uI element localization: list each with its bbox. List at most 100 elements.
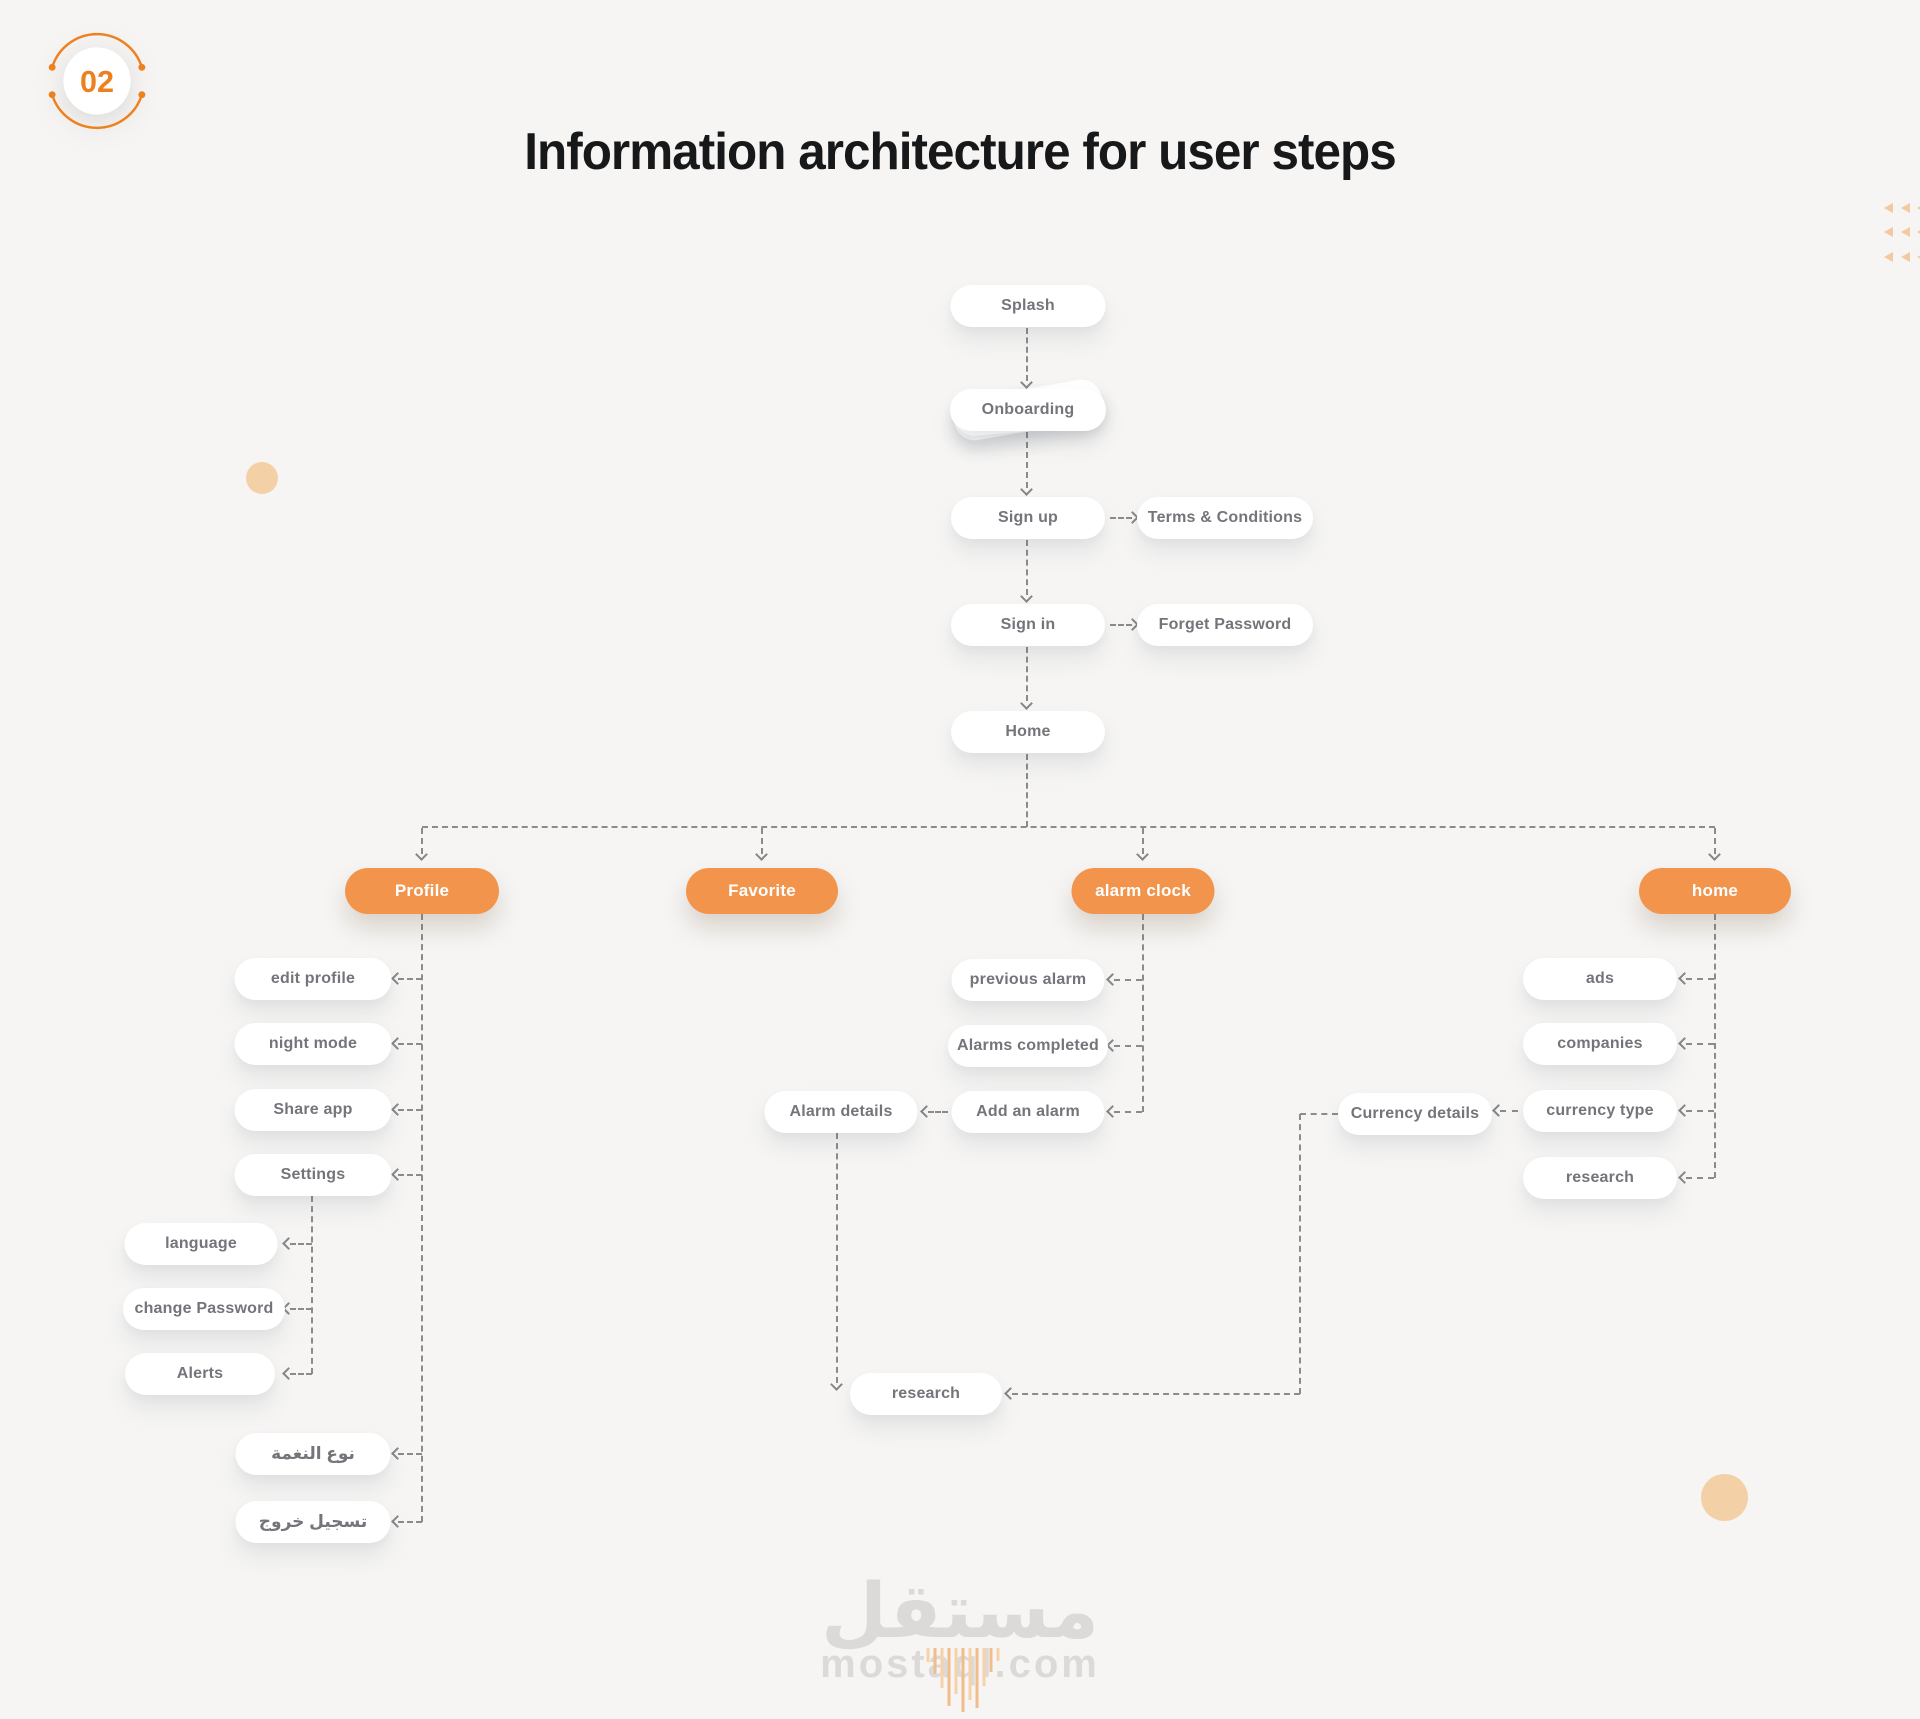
node-settings: Settings — [234, 1154, 392, 1196]
arrow-left-icon — [391, 1447, 404, 1460]
edge-line — [1026, 754, 1028, 827]
edge-line — [422, 826, 1715, 828]
arrow-left-icon — [391, 972, 404, 985]
edge-line — [1142, 914, 1144, 1112]
arrow-down-icon — [830, 1378, 843, 1391]
node-change-password: change Password — [123, 1288, 285, 1330]
triangle-decor-icon — [1917, 252, 1920, 262]
edge-line — [1114, 979, 1142, 981]
node-add-an-alarm: Add an alarm — [951, 1091, 1105, 1133]
circle-decor — [1701, 1474, 1748, 1521]
watermark-arabic: مستقل — [821, 1569, 1099, 1654]
edge-line — [398, 1453, 422, 1455]
edge-line — [1026, 540, 1028, 595]
page-title: Information architecture for user steps — [524, 123, 1397, 181]
arrow-down-icon — [1136, 848, 1149, 861]
arrow-left-icon — [391, 1515, 404, 1528]
arrow-left-icon — [391, 1037, 404, 1050]
edge-line — [398, 1043, 422, 1045]
node-alerts: Alerts — [125, 1353, 275, 1395]
node-ads: ads — [1523, 958, 1677, 1000]
edge-line — [761, 828, 763, 854]
arrow-left-icon — [1678, 1171, 1691, 1184]
node-onboarding: Onboarding — [950, 389, 1106, 431]
node-alarms-completed: Alarms completed — [948, 1025, 1108, 1067]
edge-line — [398, 1174, 422, 1176]
node-splash: Splash — [950, 285, 1106, 327]
edge-line — [398, 1109, 422, 1111]
node-forget-password: Forget Password — [1137, 604, 1313, 646]
edge-line — [1500, 1110, 1518, 1112]
node-edit-profile: edit profile — [234, 958, 392, 1000]
node-home: Home — [951, 711, 1105, 753]
triangle-decor-icon — [1901, 227, 1910, 237]
edge-line — [1114, 1045, 1142, 1047]
arrow-down-icon — [1020, 483, 1033, 496]
node-currency-details: Currency details — [1338, 1093, 1492, 1135]
node-alarm-clock: alarm clock — [1071, 868, 1215, 914]
edge-line — [1686, 1043, 1714, 1045]
triangle-decor-icon — [1884, 203, 1893, 213]
edge-line — [1012, 1393, 1300, 1395]
edge-line — [1114, 1111, 1142, 1113]
badge-circle-icon: 02 — [48, 32, 146, 130]
node-profile: Profile — [345, 868, 499, 914]
arrow-down-icon — [1020, 590, 1033, 603]
edge-line — [1110, 624, 1132, 626]
arrow-left-icon — [1106, 973, 1119, 986]
arrow-down-icon — [1020, 697, 1033, 710]
edge-line — [1686, 978, 1714, 980]
edge-line — [1299, 1114, 1301, 1394]
arrow-left-icon — [1678, 1104, 1691, 1117]
node-terms-conditions: Terms & Conditions — [1137, 497, 1313, 539]
triangle-decor-icon — [1917, 227, 1920, 237]
node-companies: companies — [1523, 1023, 1677, 1065]
arrow-left-icon — [391, 1168, 404, 1181]
step-badge: 02 — [44, 28, 150, 134]
node-language: language — [124, 1223, 278, 1265]
edge-line — [398, 1521, 422, 1523]
arrow-left-icon — [1678, 972, 1691, 985]
arrow-left-icon — [1678, 1037, 1691, 1050]
triangle-decor-icon — [1901, 252, 1910, 262]
edge-line — [1142, 828, 1144, 854]
edge-line — [1026, 647, 1028, 701]
arrow-down-icon — [1708, 848, 1721, 861]
node-tone-type: نوع النغمة — [235, 1433, 391, 1475]
arrow-left-icon — [920, 1105, 933, 1118]
node-favorite: Favorite — [686, 868, 838, 914]
arrow-down-icon — [755, 848, 768, 861]
edge-line — [421, 828, 423, 854]
triangle-decor-icon — [1901, 203, 1910, 213]
arrow-left-icon — [1004, 1387, 1017, 1400]
edge-line — [421, 914, 423, 1522]
watermark-latin: mostaql.com — [820, 1642, 1100, 1686]
arrow-left-icon — [1106, 1105, 1119, 1118]
node-research-home: research — [1523, 1157, 1677, 1199]
edge-line — [1714, 914, 1716, 1178]
node-share-app: Share app — [234, 1089, 392, 1131]
arrow-left-icon — [391, 1103, 404, 1116]
node-sign-up: Sign up — [951, 497, 1105, 539]
node-research-alarm: research — [850, 1373, 1002, 1415]
node-logout: تسجيل خروج — [235, 1501, 391, 1543]
edge-line — [1026, 328, 1028, 381]
edge-line — [398, 978, 422, 980]
triangle-decor-icon — [1884, 227, 1893, 237]
edge-line — [928, 1111, 948, 1113]
edge-line — [290, 1243, 312, 1245]
triangle-decor-icon — [1917, 203, 1920, 213]
node-previous-alarm: previous alarm — [951, 959, 1105, 1001]
edge-line — [1300, 1113, 1338, 1115]
edge-line — [290, 1308, 312, 1310]
node-home-section: home — [1639, 868, 1791, 914]
edge-line — [290, 1373, 312, 1375]
node-sign-in: Sign in — [951, 604, 1105, 646]
arrow-left-icon — [1106, 1039, 1119, 1052]
edge-line — [1026, 432, 1028, 488]
arrow-left-icon — [282, 1237, 295, 1250]
arrow-down-icon — [415, 848, 428, 861]
node-currency-type: currency type — [1523, 1090, 1677, 1132]
arrow-left-icon — [1492, 1104, 1505, 1117]
